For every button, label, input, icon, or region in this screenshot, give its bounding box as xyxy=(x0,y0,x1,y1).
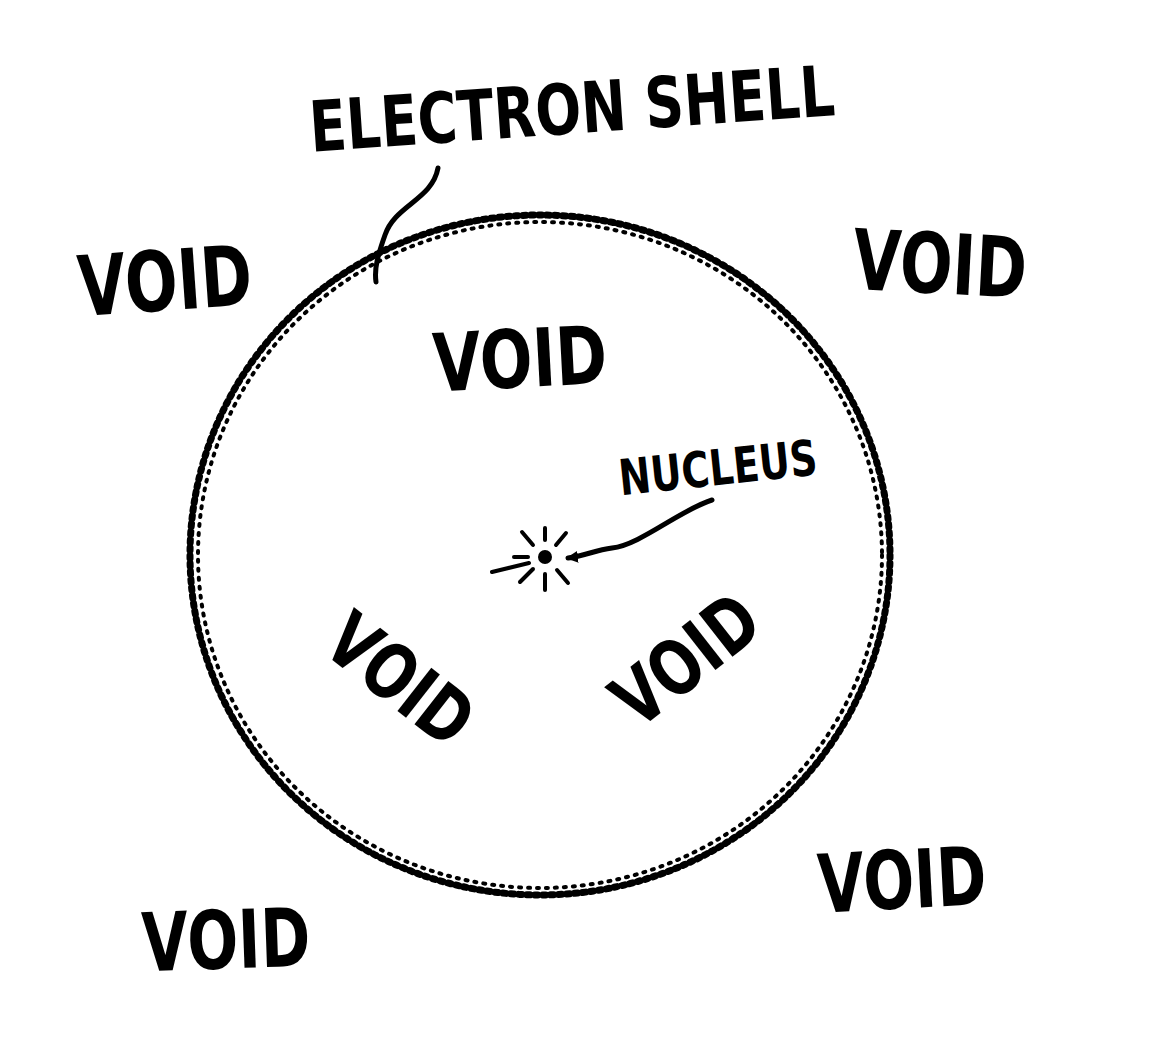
void-label: VOID xyxy=(140,897,311,984)
void-label: VOID xyxy=(599,580,774,740)
nucleus-label: NUCLEUS xyxy=(616,433,819,503)
void-label: VOID xyxy=(431,315,609,405)
electron-shell-inner xyxy=(198,222,882,888)
void-label: VOID xyxy=(75,234,255,330)
void-label: VOID xyxy=(816,835,989,925)
shell-leader xyxy=(375,168,438,282)
void-label: VOID xyxy=(851,219,1029,312)
nucleus-symbol xyxy=(492,528,568,590)
void-label: VOID xyxy=(313,600,488,760)
shell-label: ELECTRON SHELL xyxy=(307,57,837,164)
nucleus-leader xyxy=(568,500,712,558)
electron-shell xyxy=(190,215,890,895)
